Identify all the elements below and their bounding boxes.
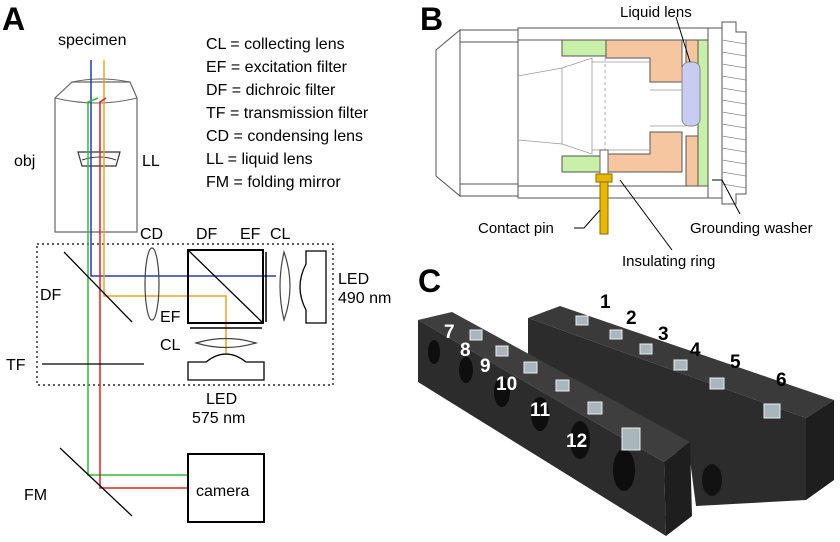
lens-number: 6 bbox=[776, 370, 787, 391]
lens-number: 7 bbox=[444, 322, 455, 343]
contact-pin-label: Contact pin bbox=[478, 220, 554, 237]
ll-label: LL bbox=[142, 153, 160, 170]
lens-number: 8 bbox=[460, 340, 471, 361]
cl-top-label: CL bbox=[270, 226, 291, 243]
contact-pin bbox=[595, 149, 613, 235]
panel-a: A specimen CL = collecting lens EF = exc… bbox=[2, 1, 391, 523]
abbreviation-legend: CL = collecting lens EF = excitation fil… bbox=[206, 36, 369, 191]
panel-letter-c: C bbox=[418, 263, 441, 299]
legend-item: DF = dichroic filter bbox=[206, 82, 336, 99]
thread-lines bbox=[721, 39, 747, 189]
legend-item: TF = transmission filter bbox=[206, 105, 369, 122]
obj-label: obj bbox=[14, 153, 35, 170]
lens-holder-bar-front bbox=[418, 312, 692, 536]
dichroic-mirror-left bbox=[63, 251, 133, 323]
panel-c: C bbox=[418, 263, 834, 536]
insulating-ring-bottom bbox=[561, 155, 607, 173]
mounted-lenses-back bbox=[575, 315, 781, 419]
lens-number: 3 bbox=[658, 324, 669, 345]
ef-top-label: EF bbox=[240, 226, 261, 243]
lens-number: 2 bbox=[626, 308, 637, 329]
led-575 bbox=[187, 353, 265, 381]
liquid-lens bbox=[681, 61, 701, 127]
mounted-lenses-front bbox=[469, 329, 641, 451]
objective-lens bbox=[54, 78, 138, 233]
df-top-label: DF bbox=[196, 226, 218, 243]
panel-letter-b: B bbox=[420, 1, 443, 37]
tf-label: TF bbox=[6, 357, 26, 374]
ef-bottom-label: EF bbox=[160, 309, 181, 326]
df-left-label: DF bbox=[40, 287, 62, 304]
legend-item: FM = folding mirror bbox=[206, 174, 341, 191]
lens-number: 4 bbox=[690, 340, 701, 361]
dichroic-cube bbox=[187, 249, 264, 324]
lens-number: 1 bbox=[600, 292, 611, 313]
fm-label: FM bbox=[24, 487, 47, 504]
folding-mirror bbox=[59, 447, 133, 517]
insulating-ring-label: Insulating ring bbox=[622, 253, 715, 270]
liquid-lens-label: Liquid lens bbox=[620, 4, 692, 21]
red-emission-path bbox=[99, 97, 188, 489]
insulating-ring-top bbox=[561, 39, 607, 57]
lens-number: 11 bbox=[530, 400, 551, 421]
lens-mount bbox=[605, 39, 699, 187]
condensing-lens bbox=[144, 247, 160, 321]
led1-wavelength: 490 nm bbox=[338, 290, 391, 307]
lens-number: 10 bbox=[496, 374, 517, 395]
panel-letter-a: A bbox=[2, 1, 25, 37]
cd-label: CD bbox=[140, 226, 163, 243]
orange-excitation-path bbox=[103, 60, 227, 355]
lens-number: 5 bbox=[730, 352, 741, 373]
inner-optics bbox=[517, 57, 686, 156]
liquid-lens-shape bbox=[77, 151, 121, 167]
led-490 bbox=[299, 250, 327, 324]
legend-item: CD = condensing lens bbox=[206, 128, 363, 145]
legend-item: LL = liquid lens bbox=[206, 151, 313, 168]
lens-number: 12 bbox=[566, 431, 587, 452]
illumination-box bbox=[36, 243, 334, 386]
grounding-washer-label: Grounding washer bbox=[690, 220, 813, 237]
led2-name: LED bbox=[206, 391, 237, 408]
camera-label: camera bbox=[196, 483, 249, 500]
led1-name: LED bbox=[338, 271, 369, 288]
camera-box bbox=[187, 453, 265, 523]
collecting-lens-bottom bbox=[193, 337, 259, 349]
cl-bottom-label: CL bbox=[160, 337, 181, 354]
legend-item: EF = excitation filter bbox=[206, 59, 348, 76]
led2-wavelength: 575 nm bbox=[192, 410, 245, 427]
lens-number: 9 bbox=[480, 356, 491, 377]
lens-numbers: 1 2 3 4 5 6 7 8 9 10 11 12 bbox=[444, 292, 787, 452]
specimen-label: specimen bbox=[58, 32, 126, 49]
collecting-lens-right bbox=[279, 249, 291, 323]
legend-item: CL = collecting lens bbox=[206, 36, 345, 53]
green-emission-path bbox=[87, 97, 188, 476]
light-paths bbox=[87, 60, 276, 489]
panel-b: B bbox=[420, 1, 813, 270]
